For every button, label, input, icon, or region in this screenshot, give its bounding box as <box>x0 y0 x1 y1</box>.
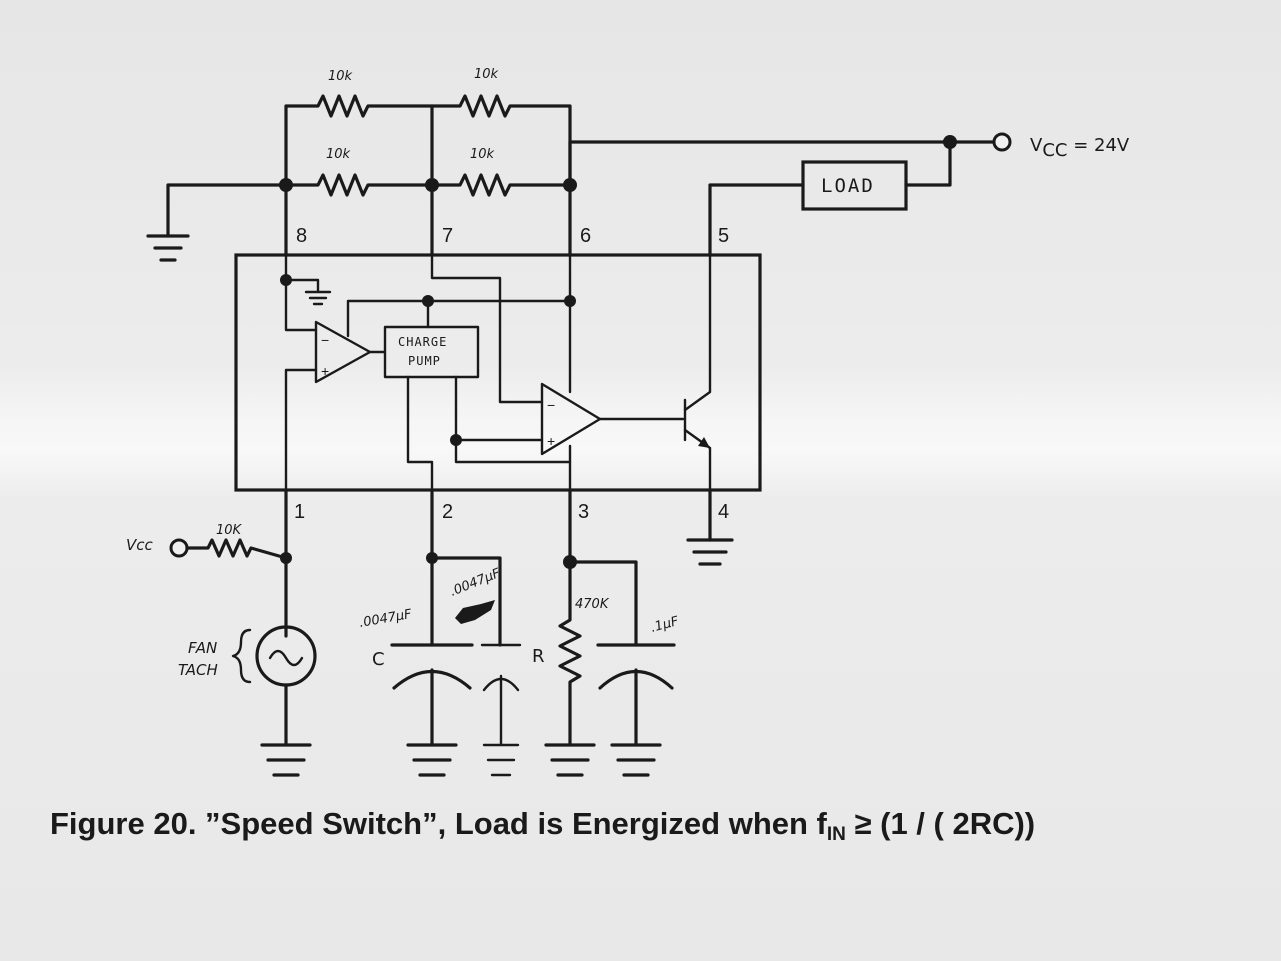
pin-2-label: 2 <box>442 501 453 523</box>
comparator-1-plus: + <box>321 363 329 379</box>
transistor-emitter <box>683 428 712 492</box>
comparator-1-minus: − <box>321 332 329 348</box>
figure-caption: Figure 20. ”Speed Switch”, Load is Energ… <box>50 806 1036 845</box>
input-resistor-label: 10K <box>216 523 243 538</box>
pin-3-label: 3 <box>578 501 589 523</box>
pin-4-label: 4 <box>718 501 729 523</box>
resistor-mid-left-label: 10k <box>326 147 351 162</box>
capacitor-c-value: .0047μF <box>358 607 413 631</box>
vee-label: Vcc <box>126 536 154 554</box>
resistor-mid-right-label: 10k <box>470 147 495 162</box>
comparator-2-plus: + <box>547 433 555 449</box>
timing-capacitors <box>390 488 522 777</box>
charge-pump-label-2: PUMP <box>408 354 441 368</box>
circuit-diagram: 10k 10k 10k 10k LOAD VCC = 24V 8 7 6 5 1… <box>126 67 1130 777</box>
vcc-terminal <box>992 132 1012 152</box>
comparator-2-minus: − <box>547 397 555 413</box>
comparator-1-symbol <box>314 320 372 384</box>
pin4-ground <box>686 488 734 566</box>
pin-1-label: 1 <box>294 501 305 523</box>
resistor-top-left-label: 10k <box>328 69 353 84</box>
junction-dots <box>279 135 957 569</box>
pin-7-label: 7 <box>442 225 453 247</box>
fan-tach-label-1: FAN <box>188 639 217 657</box>
capacitor-c2-value: .0047μF <box>448 566 503 600</box>
charge-pump-label-1: CHARGE <box>398 335 447 349</box>
comparator-2-symbol <box>540 382 602 456</box>
resistor-r-label: R <box>532 646 545 667</box>
supply-rail <box>568 132 1012 257</box>
pin-6-label: 6 <box>580 225 591 247</box>
ic-package <box>234 253 762 492</box>
capacitor-c-label: C <box>372 649 385 670</box>
vcc-label: VCC = 24V <box>1030 135 1130 161</box>
pin-5-label: 5 <box>718 225 729 247</box>
pin-8-label: 8 <box>296 225 307 247</box>
load-label: LOAD <box>821 175 875 197</box>
resistor-top-right-label: 10k <box>474 67 499 82</box>
resistor-network <box>146 94 572 262</box>
fan-tach-label-2: TACH <box>178 661 218 679</box>
input-network <box>169 488 317 777</box>
charge-pump-box <box>383 325 480 379</box>
capacitor-c3-value: .1μF <box>649 614 681 636</box>
vee-terminal <box>169 538 189 558</box>
rc-network <box>544 488 676 777</box>
resistor-r-value: 470K <box>575 597 610 612</box>
ic-internal-wiring <box>284 253 712 492</box>
